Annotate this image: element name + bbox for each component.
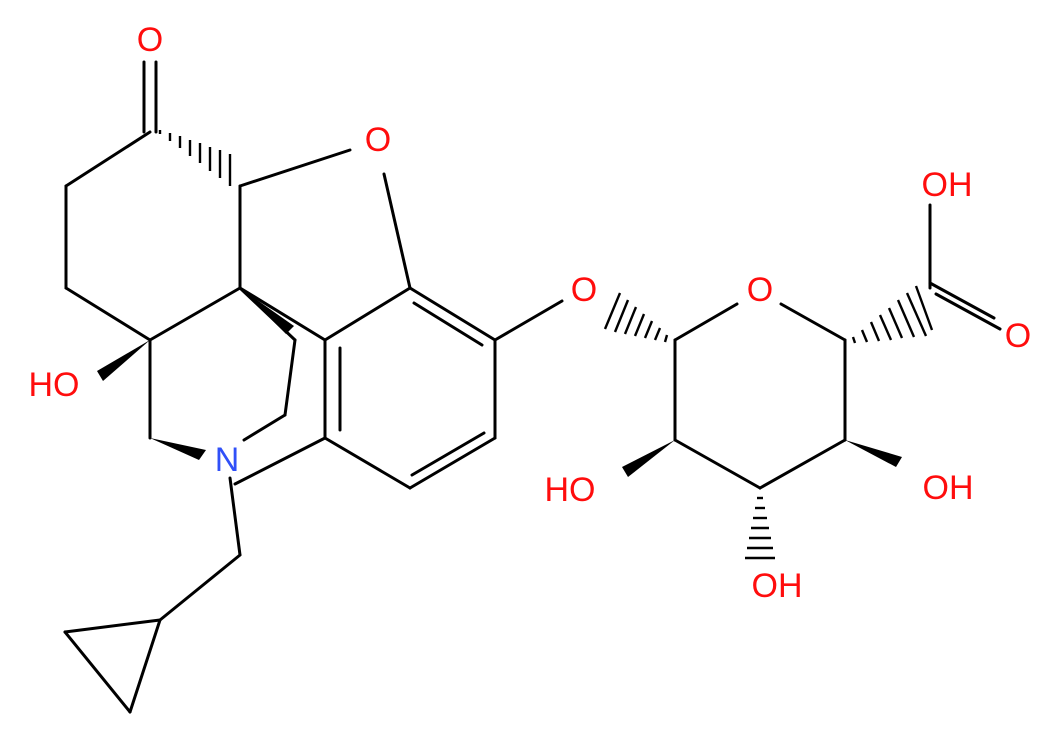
ketone-oxygen-label: O [137,21,163,59]
wedge-bonds [97,288,902,477]
c2-hydroxyl-label: HO [545,471,596,509]
tertiary-hydroxyl-label: HO [29,366,80,404]
glycosidic-oxygen-label: O [571,271,597,309]
c4-hydroxyl-label: OH [752,567,803,605]
glucuronide-ring [673,203,1002,490]
atom-labels: O O O O N HO OH O HO OH OH [29,21,1032,605]
amine-nitrogen-label: N [215,441,240,479]
furan-oxygen-label: O [365,121,391,159]
morphinan-skeleton [63,60,412,714]
acid-hydroxyl-label: OH [922,166,973,204]
acid-carbonyl-oxygen-label: O [1005,317,1031,355]
aromatic-ring [323,286,564,490]
ring-oxygen-label: O [747,271,773,309]
c3-hydroxyl-label: OH [923,469,974,507]
hash-bonds [158,130,934,560]
